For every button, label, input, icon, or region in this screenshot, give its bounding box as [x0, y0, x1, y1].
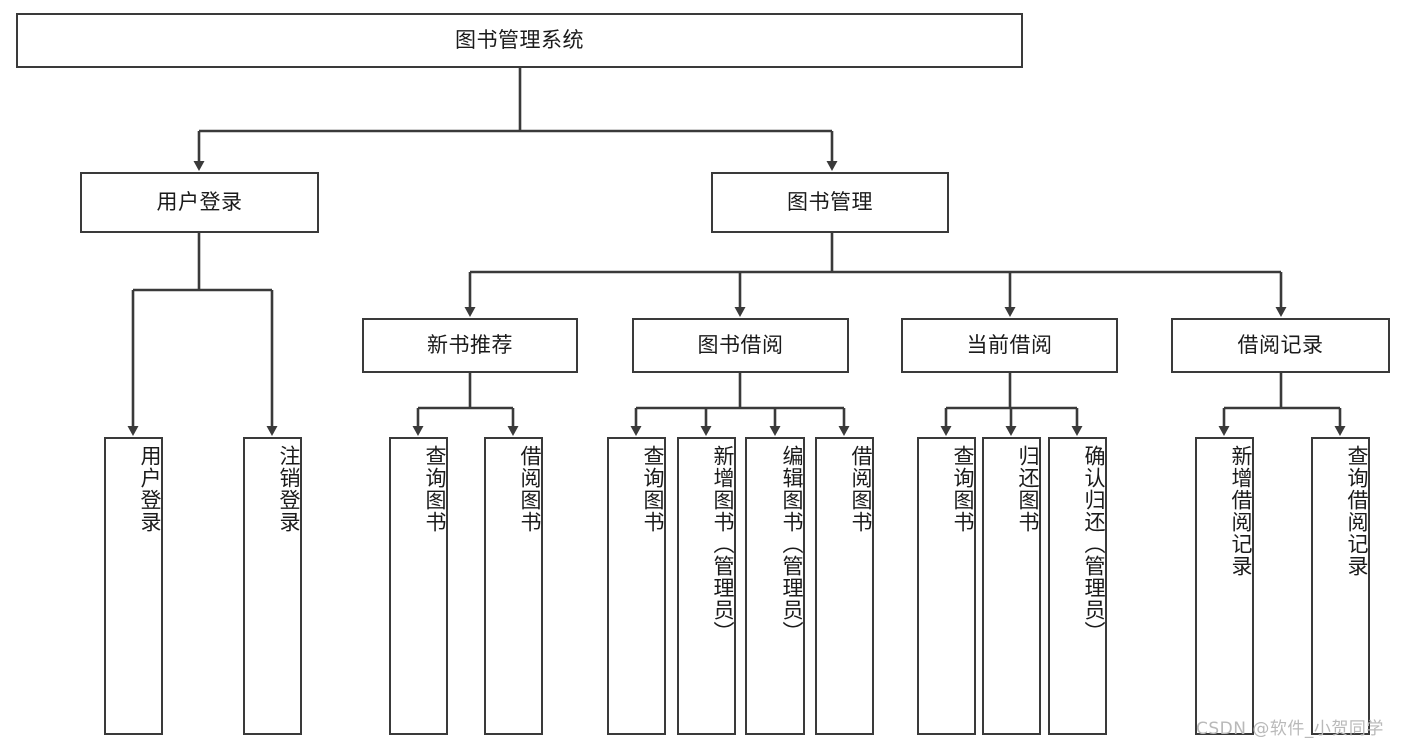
node-label: 图书管理系统: [455, 27, 584, 52]
node-label: 借阅记录: [1237, 332, 1324, 357]
node-new-book-recommend[interactable]: 新书推荐: [362, 318, 578, 373]
node-label: 新书推荐: [427, 332, 513, 357]
node-label: 新增图书（管理员）: [711, 445, 735, 643]
node-label: 查询借阅记录: [1345, 445, 1369, 577]
node-root-library-system[interactable]: 图书管理系统: [16, 13, 1023, 68]
node-label: 用户登录: [138, 445, 162, 533]
watermark-text: CSDN @软件_小贺同学: [1196, 719, 1384, 739]
leaf-current-return-book[interactable]: 归还图书: [982, 437, 1041, 735]
leaf-new-book-query-book[interactable]: 查询图书: [389, 437, 448, 735]
leaf-borrow-add-book-admin[interactable]: 新增图书（管理员）: [677, 437, 736, 735]
node-borrow-record[interactable]: 借阅记录: [1171, 318, 1390, 373]
node-current-borrow[interactable]: 当前借阅: [901, 318, 1118, 373]
node-book-management[interactable]: 图书管理: [711, 172, 949, 233]
leaf-borrow-borrow-book[interactable]: 借阅图书: [815, 437, 874, 735]
node-label: 用户登录: [156, 189, 243, 214]
node-label: 查询图书: [423, 445, 447, 533]
leaf-current-confirm-return-admin[interactable]: 确认归还（管理员）: [1048, 437, 1107, 735]
leaf-logout[interactable]: 注销登录: [243, 437, 302, 735]
node-label: 确认归还（管理员）: [1082, 445, 1106, 643]
leaf-current-query-book[interactable]: 查询图书: [917, 437, 976, 735]
leaf-record-add-borrow-record[interactable]: 新增借阅记录: [1195, 437, 1254, 735]
node-user-login[interactable]: 用户登录: [80, 172, 319, 233]
node-label: 查询图书: [951, 445, 975, 533]
leaf-user-login[interactable]: 用户登录: [104, 437, 163, 735]
node-label: 新增借阅记录: [1229, 445, 1253, 577]
node-label: 注销登录: [277, 445, 301, 533]
node-label: 当前借阅: [966, 332, 1053, 357]
node-label: 查询图书: [641, 445, 665, 533]
leaf-borrow-edit-book-admin[interactable]: 编辑图书（管理员）: [745, 437, 805, 735]
node-book-borrow[interactable]: 图书借阅: [632, 318, 849, 373]
node-label: 借阅图书: [849, 445, 873, 533]
node-label: 借阅图书: [518, 445, 542, 533]
node-label: 编辑图书（管理员）: [780, 445, 804, 643]
node-label: 图书借阅: [697, 332, 784, 357]
leaf-record-query-borrow-record[interactable]: 查询借阅记录: [1311, 437, 1370, 735]
node-label: 图书管理: [787, 189, 873, 214]
node-label: 归还图书: [1016, 445, 1040, 533]
leaf-borrow-query-book[interactable]: 查询图书: [607, 437, 666, 735]
leaf-new-book-borrow-book[interactable]: 借阅图书: [484, 437, 543, 735]
